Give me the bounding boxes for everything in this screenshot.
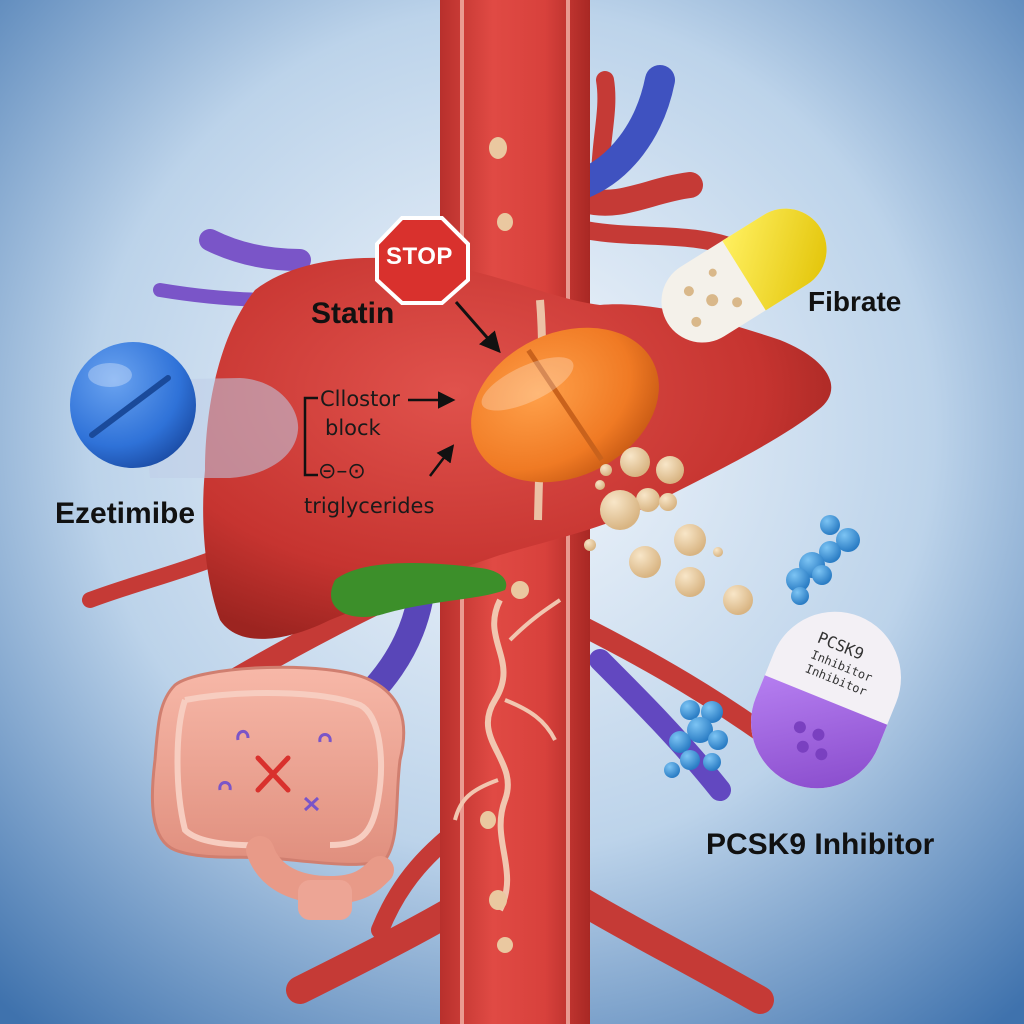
molecule-lower — [664, 700, 728, 778]
gallbladder — [331, 563, 507, 617]
ezetimibe-label: Ezetimibe — [55, 497, 196, 530]
liver-annotation-line3: triglycerides — [304, 494, 435, 518]
liver-annotation-line1: Cllostor — [320, 387, 400, 411]
fibrate-capsule — [661, 208, 827, 343]
block-x-mark — [255, 755, 291, 793]
molecule-upper — [786, 515, 860, 605]
annotation-marks — [303, 391, 456, 477]
statin-pill — [471, 327, 659, 483]
fibrate-label: Fibrate — [808, 286, 902, 317]
stop-sign-label: STOP — [386, 243, 453, 270]
liver-annotation-symbols: ⊝–⊙ — [318, 459, 366, 484]
stop-sign — [375, 216, 470, 305]
liver-annotation-line2: block — [325, 416, 381, 440]
intestine — [150, 665, 406, 920]
pcsk9-capsule — [751, 611, 901, 789]
pcsk9-inhibitor-label: PCSK9 Inhibitor — [706, 828, 935, 861]
statin-arrow — [454, 301, 501, 354]
statin-label: Statin — [311, 297, 395, 330]
annotation-arrow-down — [429, 444, 455, 477]
ezetimibe-pill — [70, 342, 196, 468]
cholesterol-particles — [584, 447, 753, 615]
